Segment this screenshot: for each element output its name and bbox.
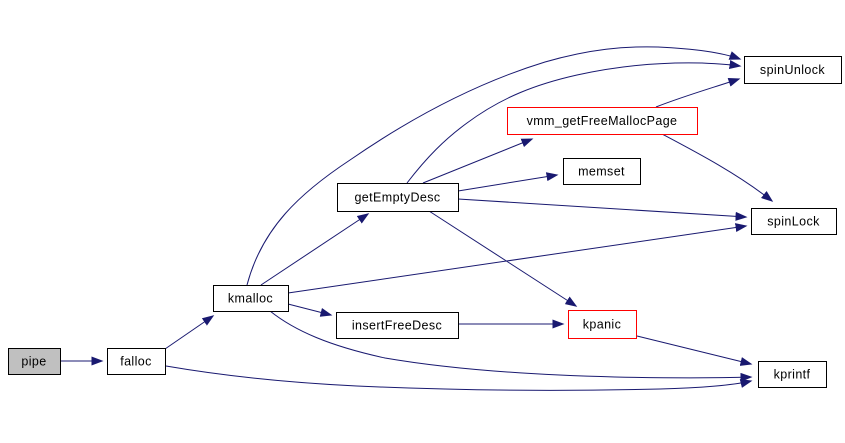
edge-kmalloc-spinUnlock xyxy=(246,46,742,286)
node-box-spinLock[interactable] xyxy=(751,208,837,235)
node-pipe[interactable]: pipe xyxy=(8,348,61,375)
node-label-spinLock: spinLock xyxy=(767,215,820,229)
node-box-pipe[interactable] xyxy=(8,348,61,375)
edge-falloc-kprintf xyxy=(165,365,753,391)
node-box-vmm_getFreeMallocPage[interactable] xyxy=(507,107,698,135)
node-box-insertFreeDesc[interactable] xyxy=(336,312,459,339)
node-box-getEmptyDesc[interactable] xyxy=(337,183,459,212)
node-label-getEmptyDesc: getEmptyDesc xyxy=(354,191,440,205)
node-vmm_getFreeMallocPage[interactable]: vmm_getFreeMallocPage xyxy=(507,107,698,135)
node-label-kprintf: kprintf xyxy=(774,368,811,382)
edge-kmalloc-kprintf xyxy=(269,310,753,382)
node-insertFreeDesc[interactable]: insertFreeDesc xyxy=(336,312,459,339)
node-kprintf[interactable]: kprintf xyxy=(758,361,827,388)
edge-kmalloc-insertFreeDesc xyxy=(287,303,333,317)
node-label-pipe: pipe xyxy=(21,355,46,369)
edge-kpanic-kprintf xyxy=(636,335,753,366)
edge-vmm_getFreeMallocPage-spinUnlock xyxy=(655,78,741,108)
node-getEmptyDesc[interactable]: getEmptyDesc xyxy=(337,183,459,212)
node-label-kmalloc: kmalloc xyxy=(228,292,273,306)
node-spinLock[interactable]: spinLock xyxy=(751,208,837,235)
node-box-memset[interactable] xyxy=(563,158,641,185)
node-kpanic[interactable]: kpanic xyxy=(568,310,637,339)
node-label-kpanic: kpanic xyxy=(583,318,622,332)
edge-getEmptyDesc-spinUnlock xyxy=(406,60,742,184)
edge-vmm_getFreeMallocPage-spinLock xyxy=(661,133,774,202)
edge-kmalloc-getEmptyDesc xyxy=(260,213,370,286)
node-label-spinUnlock: spinUnlock xyxy=(760,63,825,77)
node-box-kpanic[interactable] xyxy=(568,310,637,339)
node-box-kprintf[interactable] xyxy=(758,361,827,388)
node-label-memset: memset xyxy=(578,165,625,179)
node-box-spinUnlock[interactable] xyxy=(744,56,842,84)
edge-falloc-kmalloc xyxy=(164,315,215,350)
node-falloc[interactable]: falloc xyxy=(107,348,166,375)
node-box-kmalloc[interactable] xyxy=(213,285,289,312)
node-spinUnlock[interactable]: spinUnlock xyxy=(744,56,842,84)
node-label-insertFreeDesc: insertFreeDesc xyxy=(352,319,442,333)
node-kmalloc[interactable]: kmalloc xyxy=(213,285,289,312)
node-box-falloc[interactable] xyxy=(107,348,166,375)
node-memset[interactable]: memset xyxy=(563,158,641,185)
edge-getEmptyDesc-memset xyxy=(457,172,559,192)
edge-getEmptyDesc-spinLock xyxy=(457,198,748,221)
node-label-vmm_getFreeMallocPage: vmm_getFreeMallocPage xyxy=(527,114,678,128)
node-label-falloc: falloc xyxy=(120,355,152,369)
edge-getEmptyDesc-kpanic xyxy=(428,210,578,307)
edge-kmalloc-spinLock xyxy=(287,223,748,294)
edge-getEmptyDesc-vmm_getFreeMallocPage xyxy=(422,138,534,184)
